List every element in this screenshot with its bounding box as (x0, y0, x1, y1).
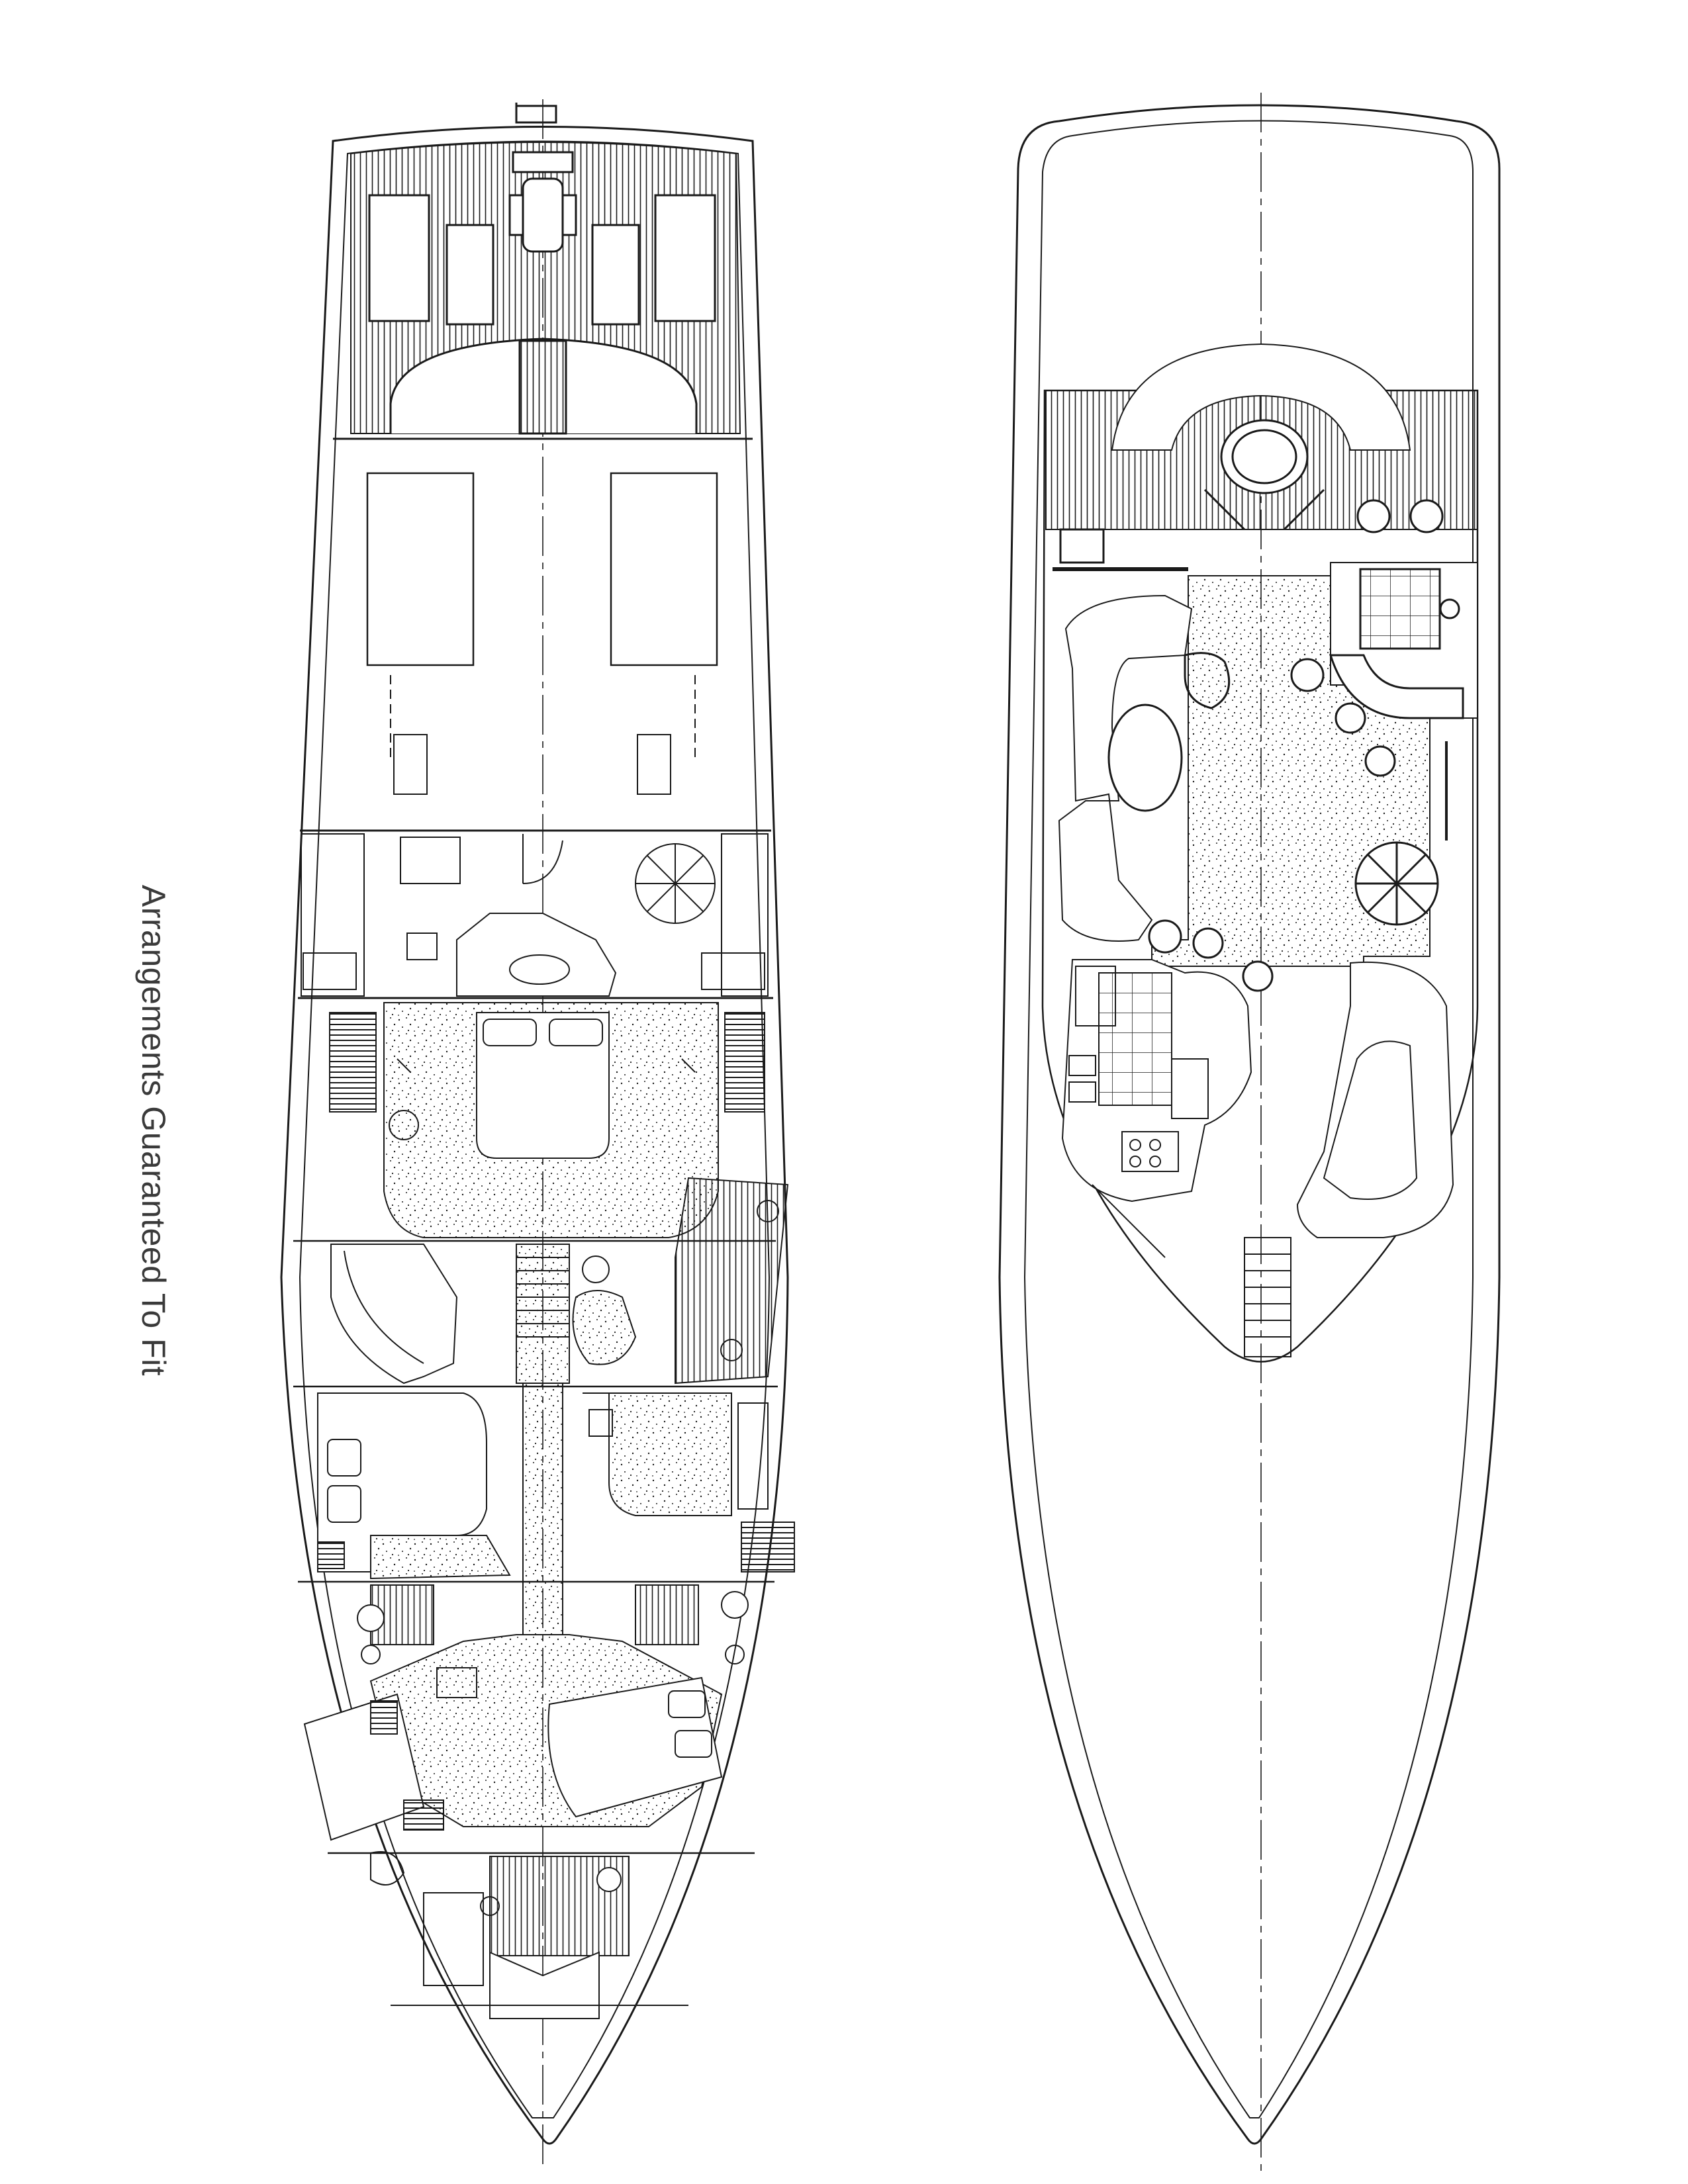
guest-cabins (317, 1392, 795, 1580)
sink-icon (361, 1645, 381, 1664)
hull-outline-upper (998, 104, 1501, 2145)
salon-settee (1058, 594, 1193, 942)
guest-bed-stbd (583, 1392, 732, 1516)
cooktop (1121, 1131, 1179, 1172)
hull-inner-lower (299, 140, 771, 2118)
master-heads (330, 1177, 789, 1385)
companionway-stairs (516, 1244, 570, 1635)
upper-deck-plan (998, 93, 1501, 2171)
forepeak (391, 1856, 688, 2019)
aft-settee (1111, 343, 1411, 451)
forward-stairs (1244, 1237, 1291, 1357)
crew-table (509, 954, 570, 985)
dinette-table (1323, 1040, 1418, 1200)
helm-chair-icon (508, 151, 577, 253)
master-stateroom (329, 1002, 765, 1238)
crew-quarters (301, 833, 769, 997)
sink-icon (757, 1200, 779, 1222)
hot-tub (1220, 419, 1309, 494)
sink-icon (725, 1645, 745, 1664)
salon-table (1107, 704, 1183, 812)
sink-icon (720, 1339, 743, 1361)
vip-stateroom (303, 1584, 749, 1886)
galley (1061, 959, 1252, 1203)
bar-sink-icon (1439, 598, 1460, 619)
master-bed (476, 1012, 610, 1159)
sink-icon (480, 1896, 500, 1916)
lower-deck-plan (280, 99, 795, 2164)
engine-room (366, 472, 718, 795)
hull-inner-upper (1023, 120, 1474, 2118)
